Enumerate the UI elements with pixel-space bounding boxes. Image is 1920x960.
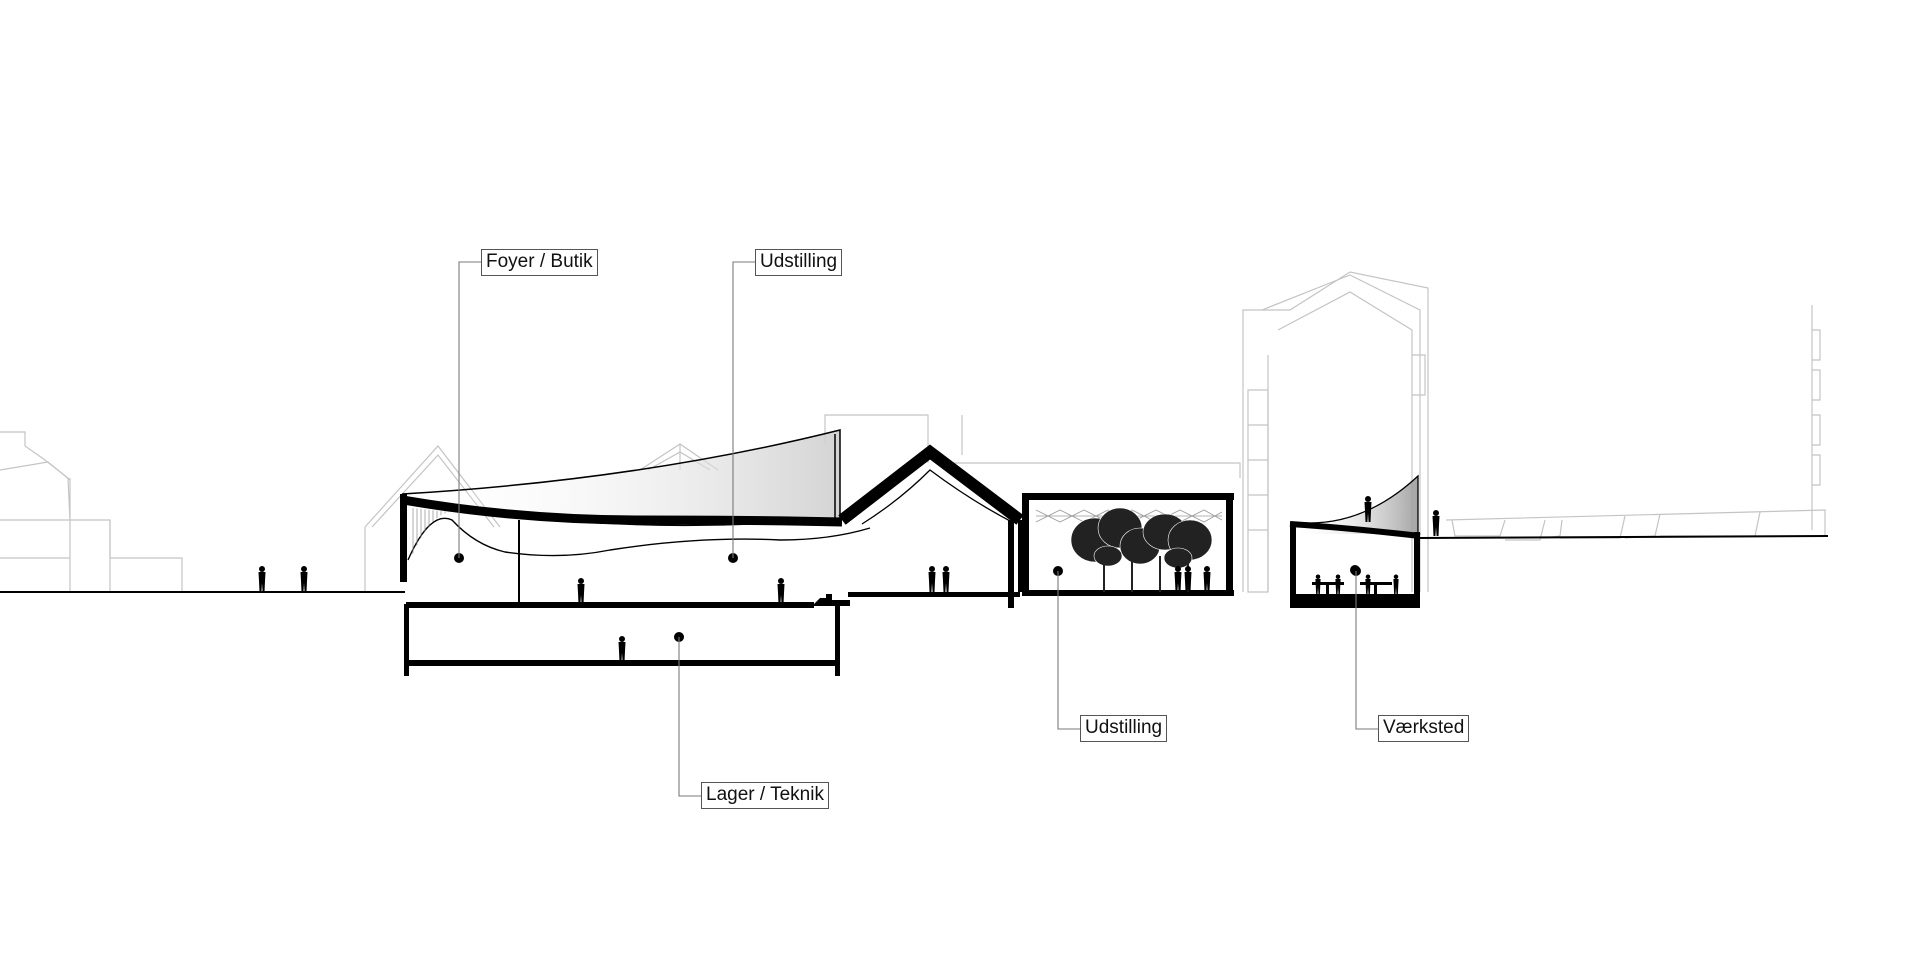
person-icon bbox=[928, 566, 936, 592]
room-markers bbox=[454, 553, 1361, 642]
person-icon bbox=[942, 566, 950, 592]
ground-line bbox=[0, 535, 1829, 593]
label-vaerksted: Værksted bbox=[1378, 715, 1470, 742]
context-buildings bbox=[0, 271, 1826, 593]
person-icon bbox=[1335, 574, 1341, 594]
person-icon bbox=[577, 578, 585, 604]
person-icon bbox=[1174, 566, 1182, 592]
person-icon bbox=[1203, 566, 1211, 592]
person-icon bbox=[300, 566, 308, 592]
label-foyer-butik: Foyer / Butik bbox=[481, 249, 598, 276]
person-icon bbox=[258, 566, 266, 592]
person-icon bbox=[777, 578, 785, 604]
person-icon bbox=[1393, 574, 1399, 594]
leader-lines bbox=[458, 261, 1380, 797]
people-silhouettes bbox=[258, 496, 1440, 662]
person-icon bbox=[618, 636, 626, 662]
label-udstilling-courtyard: Udstilling bbox=[1080, 715, 1168, 742]
workshop-section bbox=[1289, 474, 1421, 608]
person-icon bbox=[1364, 496, 1372, 522]
label-lager-teknik: Lager / Teknik bbox=[701, 782, 829, 809]
person-icon bbox=[1432, 510, 1440, 536]
label-udstilling-main: Udstilling bbox=[755, 249, 843, 276]
courtyard-section bbox=[1022, 493, 1234, 596]
person-icon bbox=[1184, 566, 1192, 592]
person-icon bbox=[1315, 574, 1321, 594]
gable-building-section bbox=[838, 444, 1024, 608]
tree-group-icon bbox=[1070, 507, 1213, 569]
person-icon bbox=[1365, 574, 1371, 594]
main-hall-section bbox=[400, 429, 1020, 676]
